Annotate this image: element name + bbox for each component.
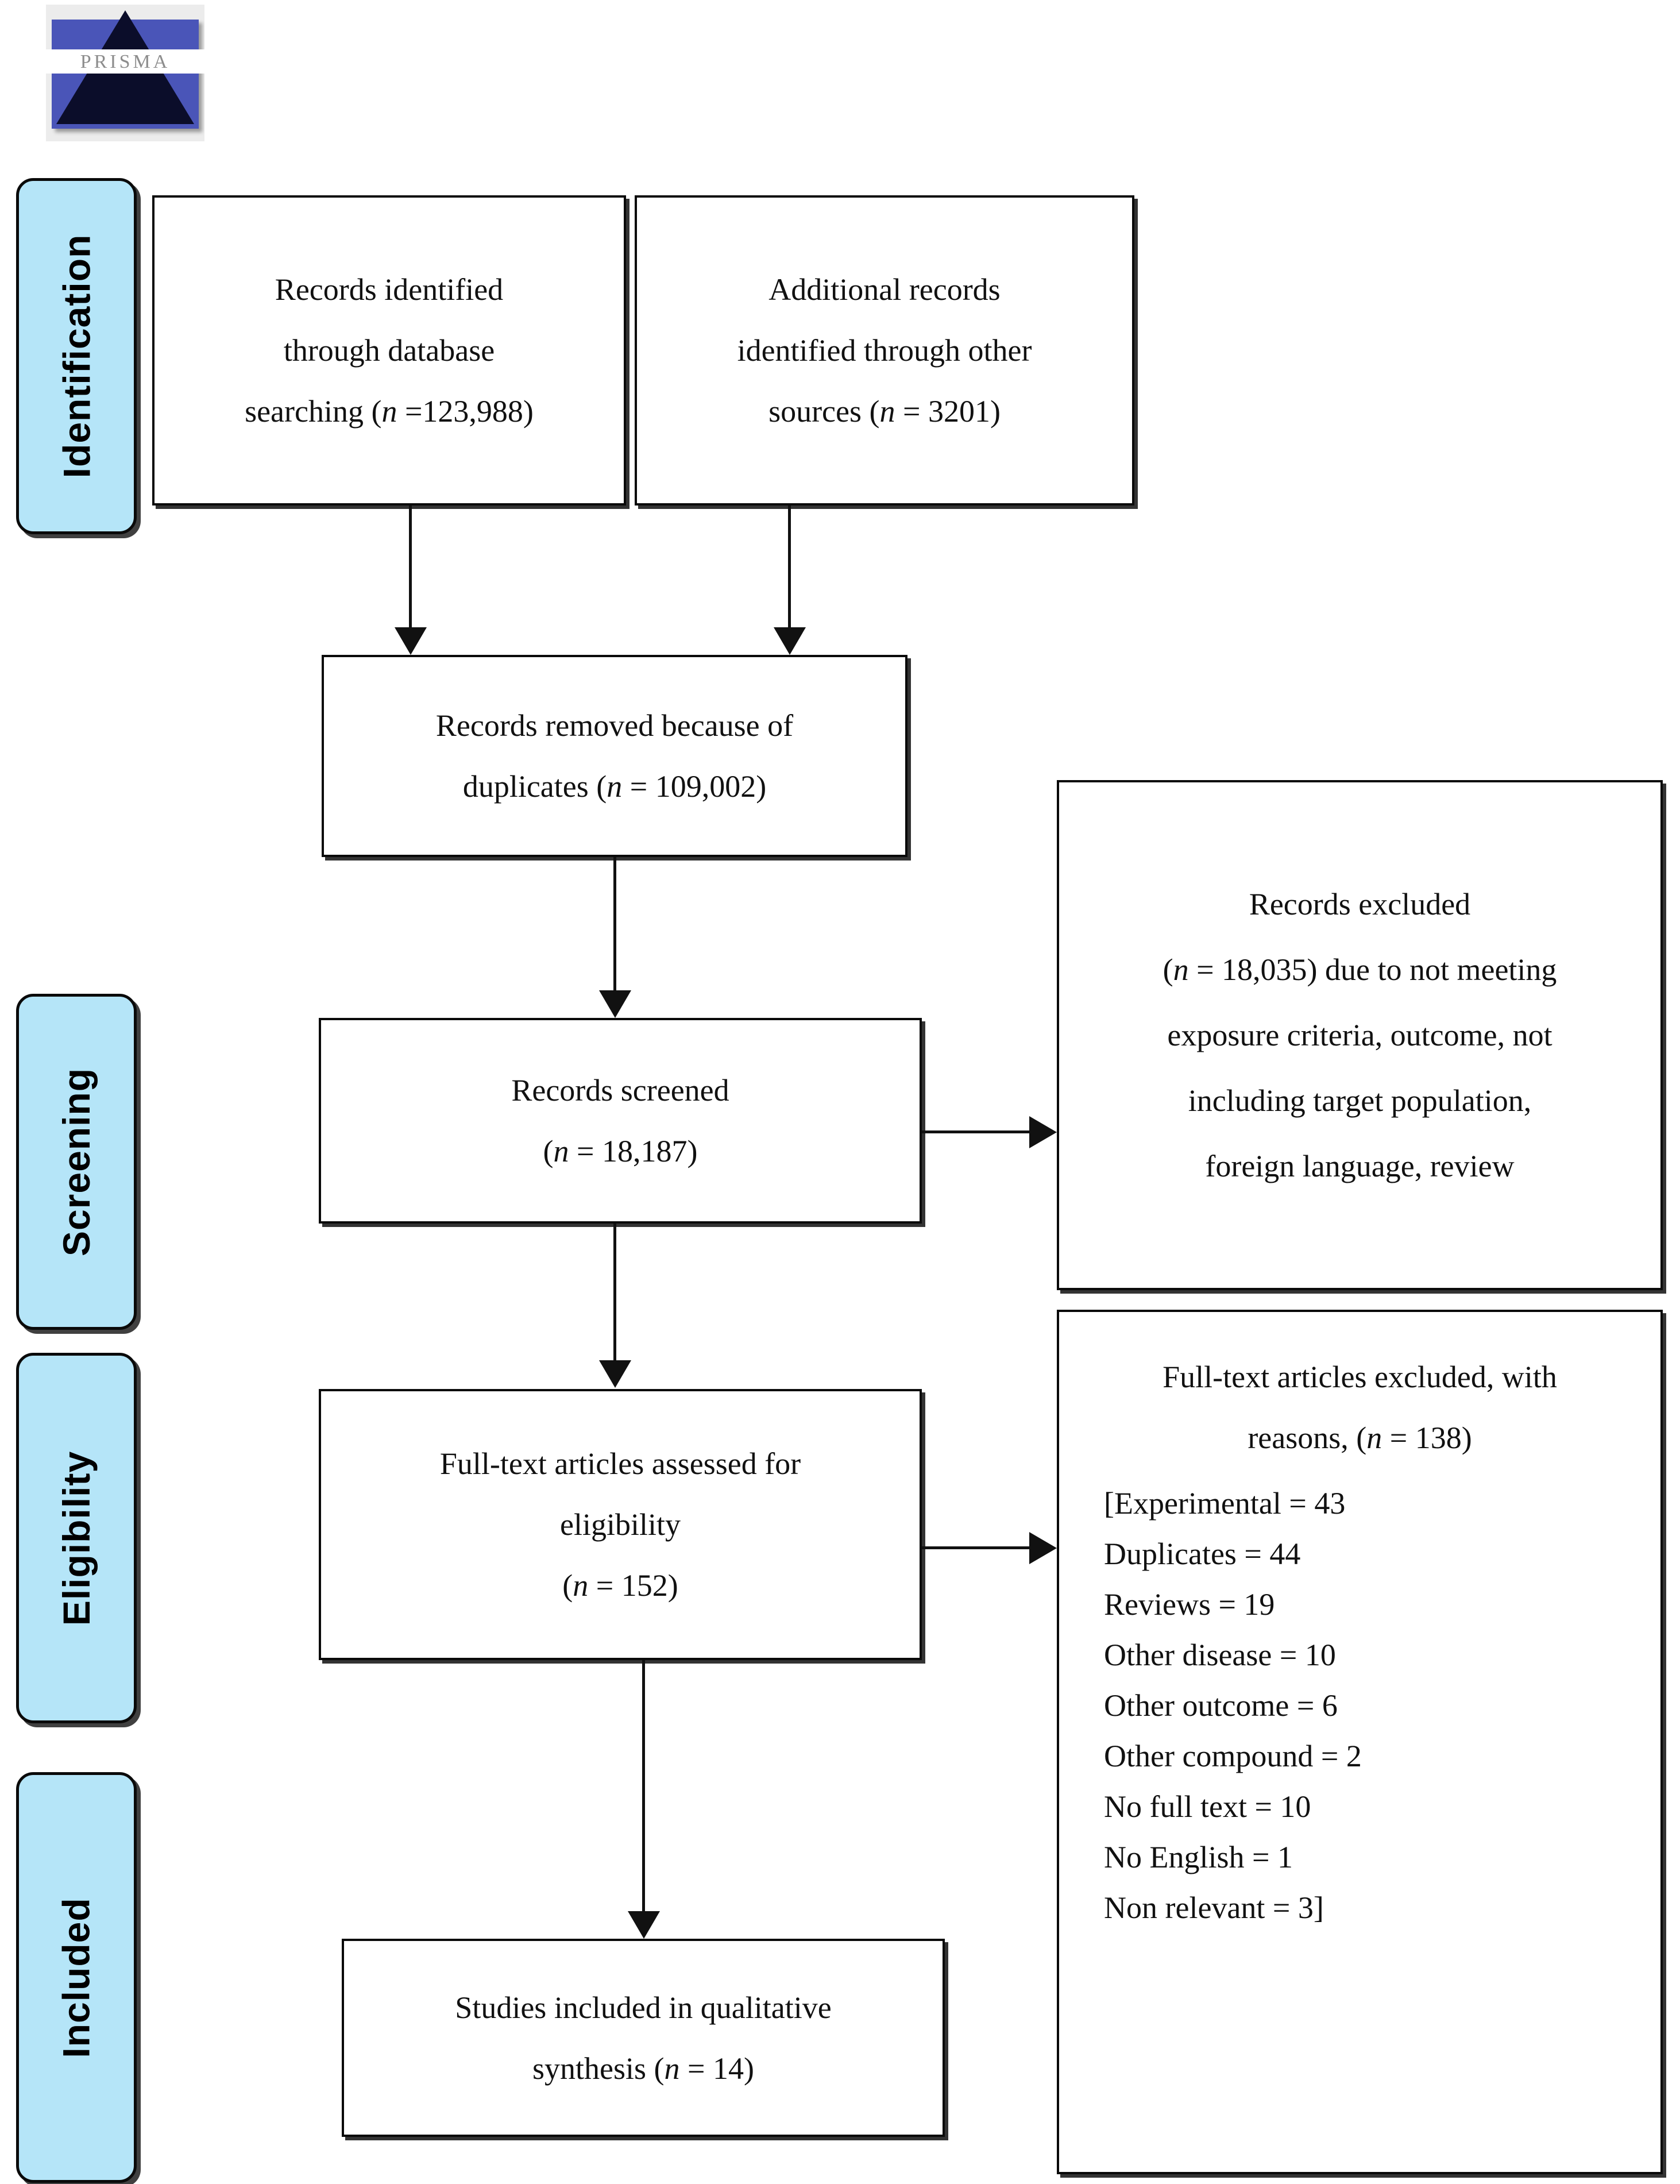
reason-item-no-english: No English = 1: [1104, 1840, 1293, 1874]
connector-duplicates-to-screened: [613, 857, 616, 992]
box-duplicates-removed: Records removed because of duplicates (n…: [322, 655, 907, 857]
fulltext-assessed-line-3: (n = 152): [562, 1568, 678, 1603]
connector-additional-to-duplicates: [788, 506, 791, 629]
reason-item-experimental: [Experimental = 43: [1104, 1486, 1346, 1521]
connector-fulltext-to-excluded: [922, 1546, 1032, 1549]
arrowhead-identified-to-duplicates: [395, 627, 427, 655]
reason-item-non-relevant: Non relevant = 3]: [1104, 1890, 1324, 1925]
phase-label-included-text: Included: [55, 1897, 98, 2058]
records-excluded-line-5: foreign language, review: [1205, 1149, 1515, 1183]
connector-identified-to-duplicates: [409, 506, 412, 629]
reason-item-duplicates: Duplicates = 44: [1104, 1537, 1301, 1571]
fulltext-assessed-line-1: Full-text articles assessed for: [439, 1446, 801, 1481]
box-studies-included: Studies included in qualitative synthesi…: [342, 1939, 945, 2137]
box-fulltext-assessed: Full-text articles assessed for eligibil…: [319, 1389, 922, 1660]
connector-fulltext-to-included: [642, 1660, 645, 1913]
records-excluded-line-2: (n = 18,035) due to not meeting: [1163, 952, 1557, 987]
arrowhead-fulltext-to-excluded: [1029, 1532, 1057, 1564]
prisma-logo: PRISMA: [46, 5, 204, 141]
arrowhead-duplicates-to-screened: [599, 990, 631, 1018]
logo-white-stripe: [46, 49, 204, 74]
arrowhead-fulltext-to-included: [628, 1911, 660, 1939]
arrowhead-additional-to-duplicates: [774, 627, 806, 655]
phase-label-identification: Identification: [16, 178, 137, 534]
records-screened-line-1: Records screened: [511, 1073, 729, 1108]
fulltext-excluded-header-2: reasons, (n = 138): [1248, 1421, 1472, 1455]
reason-item-other-disease: Other disease = 10: [1104, 1638, 1336, 1672]
box-records-identified: Records identified through database sear…: [152, 195, 626, 506]
phase-label-included: Included: [16, 1772, 137, 2183]
records-excluded-line-3: exposure criteria, outcome, not: [1167, 1018, 1552, 1052]
arrowhead-screened-to-excluded: [1029, 1116, 1057, 1148]
box-records-excluded: Records excluded (n = 18,035) due to not…: [1057, 780, 1663, 1290]
studies-included-line-2: synthesis (n = 14): [532, 2051, 754, 2086]
box-additional-records: Additional records identified through ot…: [635, 195, 1134, 506]
duplicates-removed-line-2: duplicates (n = 109,002): [462, 769, 767, 804]
phase-label-eligibility-text: Eligibility: [55, 1450, 98, 1626]
fulltext-excluded-header-1: Full-text articles excluded, with: [1163, 1360, 1557, 1394]
records-identified-line-2: through database: [283, 333, 495, 368]
arrowhead-screened-to-fulltext: [599, 1360, 631, 1388]
phase-label-screening: Screening: [16, 994, 137, 1330]
records-screened-line-2: (n = 18,187): [543, 1134, 698, 1168]
records-identified-line-1: Records identified: [275, 272, 504, 307]
additional-records-line-3: sources (n = 3201): [768, 394, 1001, 429]
box-fulltext-excluded: Full-text articles excluded, with reason…: [1057, 1310, 1663, 2174]
reason-item-reviews: Reviews = 19: [1104, 1587, 1275, 1622]
additional-records-line-2: identified through other: [737, 333, 1032, 368]
fulltext-excluded-reason-list: [Experimental = 43 Duplicates = 44 Revie…: [1059, 1468, 1660, 1943]
phase-label-eligibility: Eligibility: [16, 1353, 137, 1723]
records-identified-line-3: searching (n =123,988): [245, 394, 534, 429]
phase-label-identification-text: Identification: [55, 234, 98, 479]
box-records-screened: Records screened (n = 18,187): [319, 1018, 922, 1224]
reason-item-other-outcome: Other outcome = 6: [1104, 1688, 1338, 1723]
reason-item-other-compound: Other compound = 2: [1104, 1739, 1362, 1773]
connector-screened-to-fulltext: [613, 1224, 616, 1361]
reason-item-no-full-text: No full text = 10: [1104, 1789, 1311, 1824]
additional-records-line-1: Additional records: [768, 272, 1001, 307]
studies-included-line-1: Studies included in qualitative: [455, 1990, 832, 2025]
records-excluded-line-1: Records excluded: [1249, 887, 1471, 921]
connector-screened-to-excluded: [922, 1130, 1032, 1133]
records-excluded-line-4: including target population,: [1188, 1083, 1532, 1118]
logo-wordmark: PRISMA: [80, 51, 171, 72]
fulltext-assessed-line-2: eligibility: [560, 1507, 681, 1542]
phase-label-screening-text: Screening: [55, 1067, 98, 1256]
duplicates-removed-line-1: Records removed because of: [435, 708, 794, 743]
